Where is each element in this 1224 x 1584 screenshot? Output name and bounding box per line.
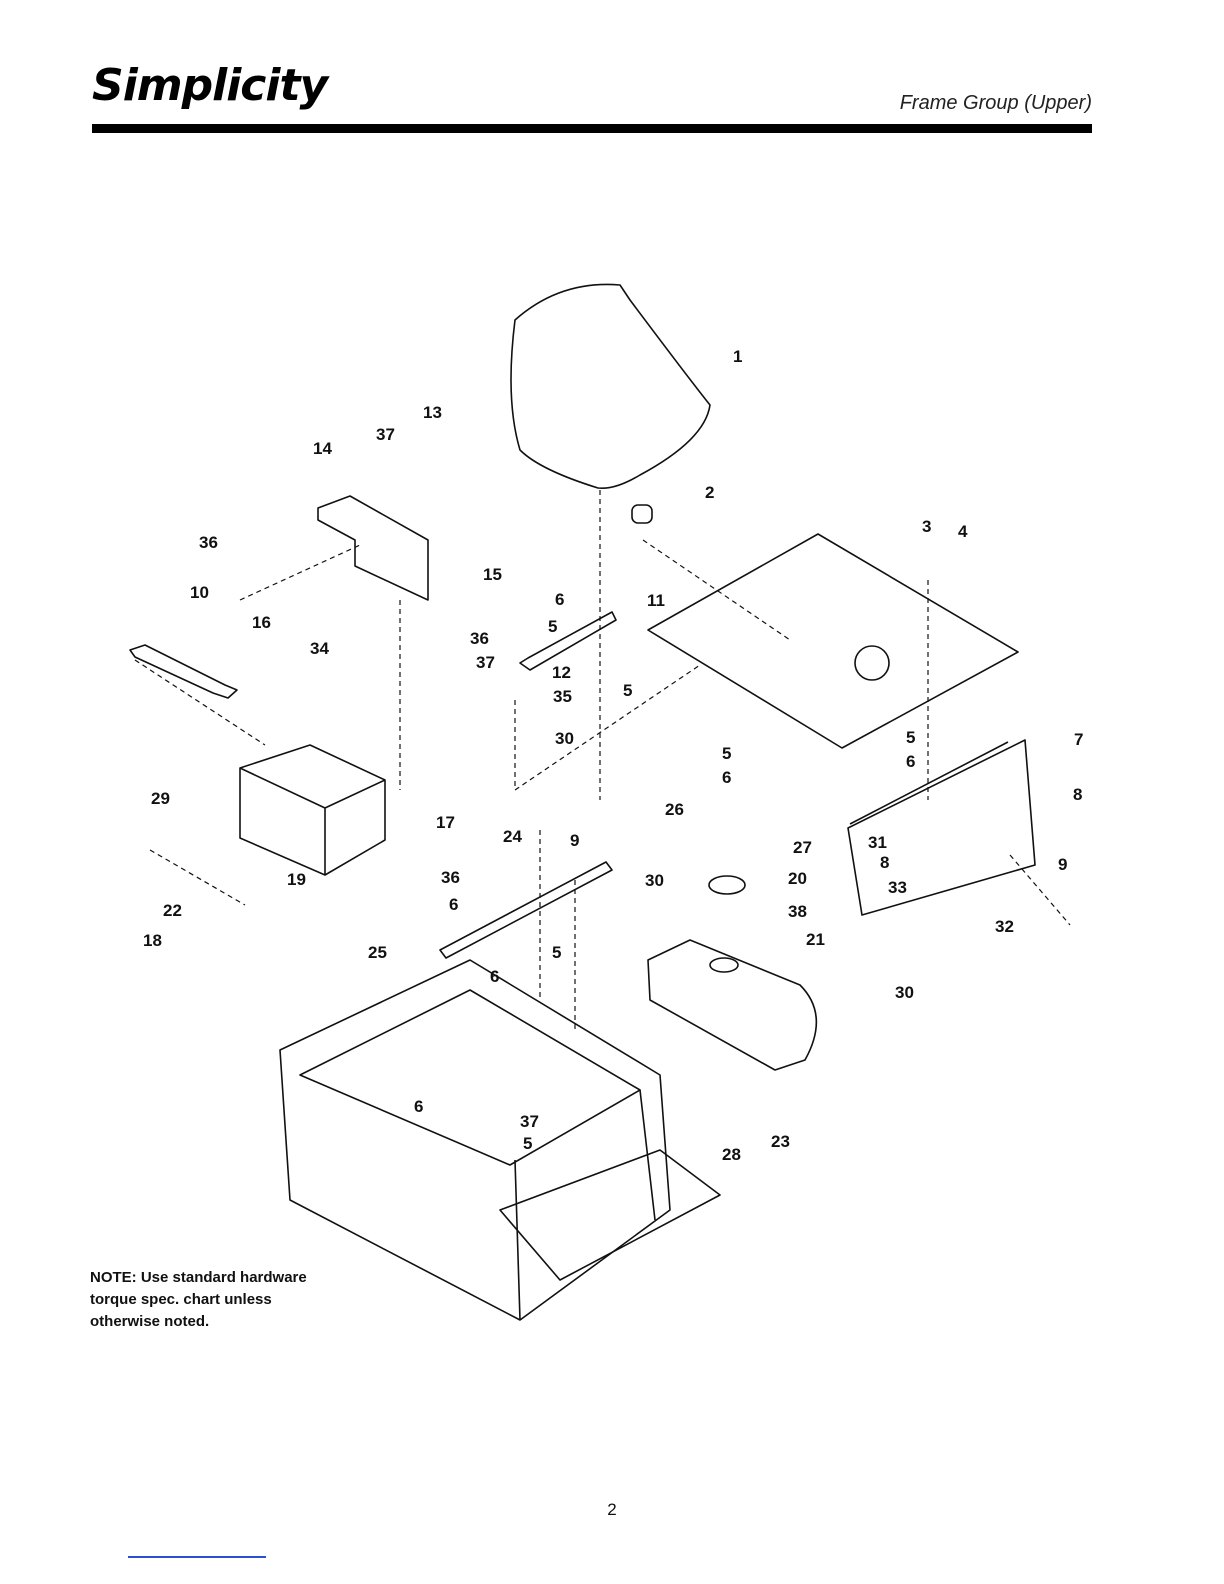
callout: 5 [523,1134,532,1153]
callout: 6 [414,1097,423,1116]
callout: 16 [252,613,271,632]
callout: 28 [722,1145,741,1164]
callout: 6 [555,590,564,609]
callout: 3 [922,517,931,536]
callout: 18 [143,931,162,950]
callout: 36 [441,868,460,887]
callout: 13 [423,403,442,422]
callout: 26 [665,800,684,819]
page-number: 2 [0,1500,1224,1520]
callout: 6 [906,752,915,771]
callout: 1 [733,347,742,366]
callout: 35 [553,687,572,706]
callout: 8 [1073,785,1082,804]
battery-box-part [240,745,385,875]
callout: 5 [623,681,632,700]
bracket-part [318,496,428,600]
main-frame-part [280,960,670,1320]
callout: 25 [368,943,387,962]
callout: 15 [483,565,502,584]
callout: 22 [163,901,182,920]
callout: 37 [520,1112,539,1131]
callout: 9 [1058,855,1067,874]
callout: 31 [868,833,887,852]
callout: 7 [1074,730,1083,749]
callout: 9 [570,831,579,850]
callout: 38 [788,902,807,921]
callout: 4 [958,522,968,541]
callout: 17 [436,813,455,832]
callout: 33 [888,878,907,897]
callout: 19 [287,870,306,889]
callout: 6 [490,967,499,986]
callout: 5 [548,617,557,636]
callout: 14 [313,439,332,458]
callout: 37 [476,653,495,672]
callout: 5 [552,943,561,962]
callout: 6 [449,895,458,914]
callout: 10 [190,583,209,602]
callout: 21 [806,930,825,949]
callout: 27 [793,838,812,857]
callout: 36 [470,629,489,648]
callout: 11 [647,591,665,610]
callout: 30 [645,871,664,890]
rod-part [520,612,616,670]
callout: 34 [310,639,329,658]
callout: 8 [880,853,889,872]
callout: 23 [771,1132,790,1151]
callout: 24 [503,827,522,846]
hardware-torque-note: NOTE: Use standard hardware torque spec.… [90,1267,330,1333]
callout: 32 [995,917,1014,936]
strap-part [130,645,237,698]
callout: 30 [895,983,914,1002]
callout: 5 [722,744,731,763]
seat-plate-part [648,534,1018,748]
footer-link-underline[interactable] [128,1556,266,1558]
callout: 5 [906,728,915,747]
callout: 37 [376,425,395,444]
callout: 20 [788,869,807,888]
callout: 30 [555,729,574,748]
side-panel-part [848,740,1035,915]
cross-bar-part [440,862,612,958]
seat-knob-part [632,505,652,523]
callout: 12 [552,663,571,682]
callout: 29 [151,789,170,808]
callout: 36 [199,533,218,552]
callout-labels: 1 2 3 4 5 5 5 5 5 5 6 6 6 6 6 6 7 8 8 9 … [143,347,1083,1164]
callout: 6 [722,768,731,787]
callout: 2 [705,483,714,502]
disc-part [709,876,745,894]
seat-part [511,284,710,488]
